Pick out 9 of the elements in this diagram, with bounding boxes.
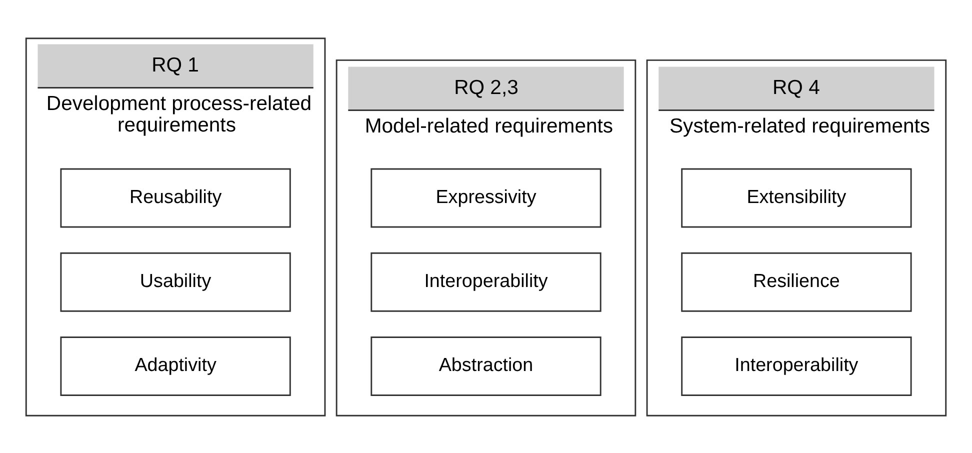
node-box: Usability: [60, 252, 291, 312]
node-box: Interoperability: [370, 252, 602, 312]
node-box: Resilience: [681, 252, 912, 312]
node-box: Adaptivity: [60, 336, 291, 396]
node-box: Expressivity: [370, 168, 602, 228]
node-box: Abstraction: [370, 336, 602, 396]
node-box: Extensibility: [681, 168, 912, 228]
node-box: Reusability: [60, 168, 291, 228]
node-box: Interoperability: [681, 336, 912, 396]
